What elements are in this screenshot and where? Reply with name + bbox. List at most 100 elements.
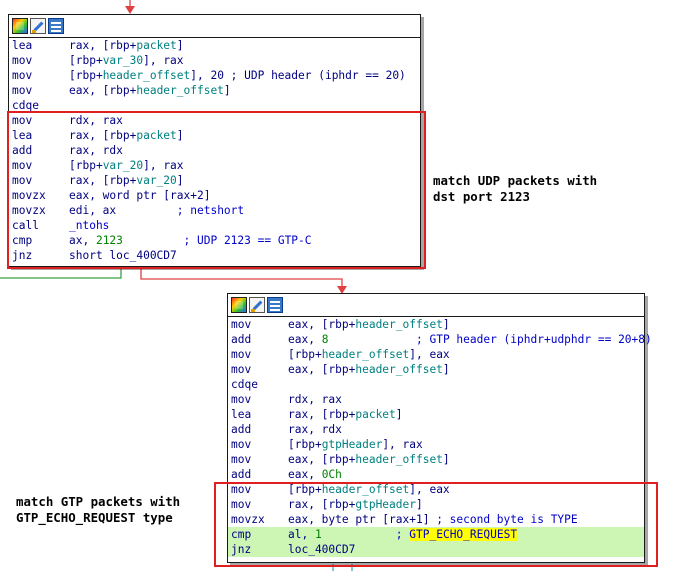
- asm-mnemonic: call: [12, 219, 39, 232]
- asm-line[interactable]: cdqe: [9, 98, 420, 113]
- asm-mnemonic: mov: [231, 318, 252, 331]
- asm-comment: ;: [395, 528, 410, 541]
- asm-operand: ], eax: [409, 483, 450, 496]
- asm-line[interactable]: mov[rbp+header_offset], eax: [228, 482, 644, 497]
- asm-mnemonic: jnz: [231, 543, 252, 556]
- asm-symbol[interactable]: gtpHeader: [321, 438, 383, 451]
- asm-operand: [322, 528, 396, 541]
- asm-operand: 8: [321, 333, 329, 346]
- asm-symbol[interactable]: header_offset: [321, 483, 410, 496]
- asm-line[interactable]: mov[rbp+gtpHeader], rax: [228, 437, 644, 452]
- asm-line[interactable]: mov rdx, rax: [228, 392, 644, 407]
- asm-mnemonic: mov: [12, 159, 33, 172]
- asm-mnemonic: movzx: [12, 204, 46, 217]
- asm-line[interactable]: jnz loc_400CD7: [228, 542, 644, 557]
- asm-comment: ; UDP 2123 == GTP-C: [183, 234, 312, 247]
- asm-symbol[interactable]: packet: [355, 408, 396, 421]
- asm-operand[interactable]: _ntohs: [69, 219, 110, 232]
- asm-symbol[interactable]: var_20: [102, 159, 144, 172]
- asm-symbol[interactable]: header_offset: [321, 348, 410, 361]
- asm-operand: rax, [rbp+: [288, 498, 356, 511]
- asm-operand: eax, [rbp+: [288, 453, 356, 466]
- asm-line[interactable]: mov[rbp+var_20], rax: [9, 158, 420, 173]
- asm-symbol[interactable]: header_offset: [136, 84, 224, 97]
- asm-symbol[interactable]: packet: [136, 39, 177, 52]
- asm-operand: ]: [395, 408, 403, 421]
- asm-operand: rdx, rax: [288, 393, 342, 406]
- asm-comment: ; second byte is TYPE: [436, 513, 578, 526]
- asm-symbol[interactable]: header_offset: [102, 69, 191, 82]
- asm-symbol[interactable]: var_30: [102, 54, 144, 67]
- block-title-bar: [9, 15, 420, 38]
- asm-operand: eax, [rbp+: [288, 363, 356, 376]
- asm-mnemonic: mov: [231, 363, 252, 376]
- asm-operand: 2123: [95, 234, 123, 247]
- block-title-bar: [228, 294, 644, 317]
- asm-line[interactable]: mov eax, [rbp+header_offset]: [228, 452, 644, 467]
- asm-operand: edi, ax: [69, 204, 177, 217]
- asm-line[interactable]: mov[rbp+header_offset], 20 ; UDP header …: [9, 68, 420, 83]
- asm-operand: ], rax: [382, 438, 423, 451]
- asm-mnemonic: jnz: [12, 249, 33, 262]
- asm-symbol[interactable]: header_offset: [355, 363, 443, 376]
- asm-mnemonic: mov: [231, 393, 252, 406]
- asm-symbol[interactable]: header_offset: [355, 318, 443, 331]
- asm-operand: eax, byte ptr [rax+1]: [288, 513, 437, 526]
- graph-overview-icon[interactable]: [231, 297, 247, 313]
- asm-mnemonic: mov: [12, 54, 33, 67]
- edge-fallthrough-arrow: [337, 286, 347, 294]
- edit-block-icon[interactable]: [30, 18, 46, 34]
- asm-line[interactable]: mov[rbp+var_30], rax: [9, 53, 420, 68]
- asm-symbol[interactable]: var_20: [136, 174, 177, 187]
- asm-mnemonic: mov: [231, 453, 252, 466]
- xref-list-icon[interactable]: [48, 18, 64, 34]
- asm-symbol[interactable]: gtpHeader: [355, 498, 416, 511]
- asm-operand: ]: [442, 453, 450, 466]
- asm-line[interactable]: mov[rbp+header_offset], eax: [228, 347, 644, 362]
- asm-line[interactable]: call _ntohs: [9, 218, 420, 233]
- xref-list-icon[interactable]: [267, 297, 283, 313]
- graph-overview-icon[interactable]: [12, 18, 28, 34]
- asm-operand: [rbp+: [69, 159, 103, 172]
- edit-block-icon[interactable]: [249, 297, 265, 313]
- edge-fallthrough: [140, 268, 343, 288]
- asm-mnemonic: cmp: [12, 234, 33, 247]
- asm-operand: eax,: [288, 468, 322, 481]
- asm-symbol[interactable]: header_offset: [355, 453, 443, 466]
- asm-symbol[interactable]: packet: [136, 129, 177, 142]
- asm-operand: rax, rdx: [288, 423, 342, 436]
- asm-line[interactable]: cdqe: [228, 377, 644, 392]
- asm-operand: loc_400CD7: [288, 543, 356, 556]
- asm-operand: eax, [rbp+: [69, 84, 137, 97]
- asm-operand: ], 20 ; UDP header (iphdr == 20): [190, 69, 406, 82]
- asm-operand: ], eax: [409, 348, 450, 361]
- asm-operand: [328, 333, 416, 346]
- asm-mnemonic: mov: [12, 174, 33, 187]
- asm-mnemonic: cmp: [231, 528, 252, 541]
- asm-mnemonic: lea: [12, 129, 33, 142]
- asm-operand: eax, [rbp+: [288, 318, 356, 331]
- asm-operand: rax, rdx: [69, 144, 123, 157]
